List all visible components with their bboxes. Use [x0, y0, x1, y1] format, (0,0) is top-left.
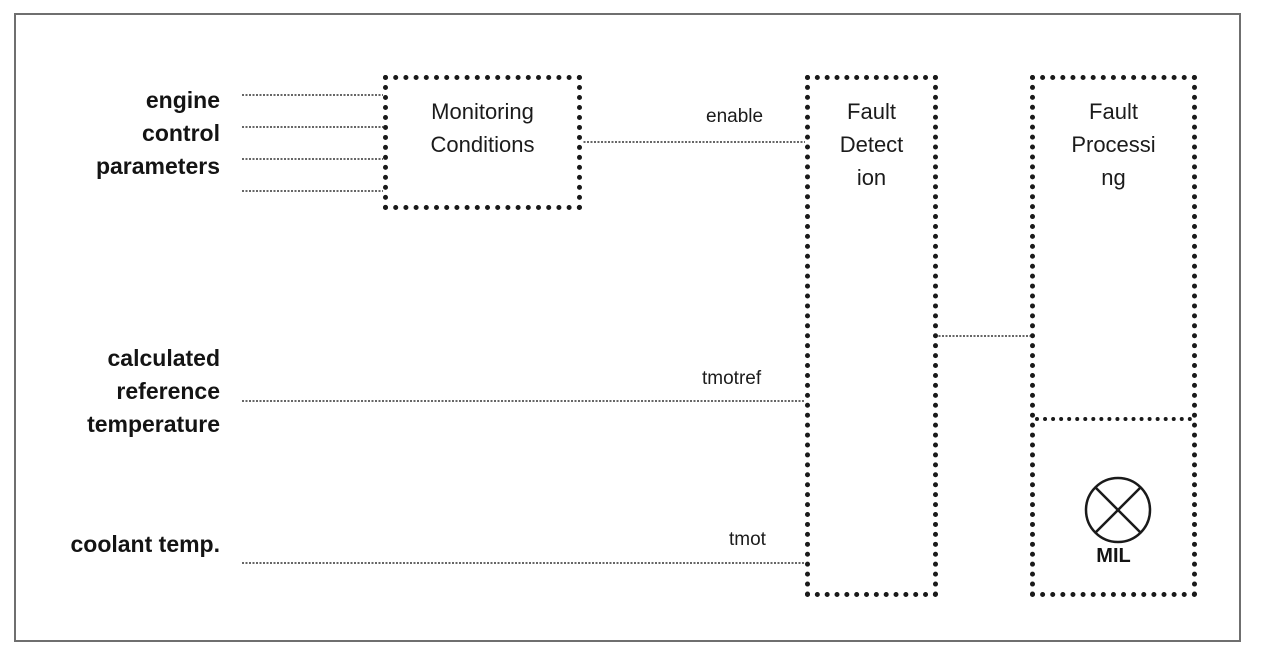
title-line: Processi: [1071, 132, 1156, 157]
label-line: calculated: [107, 345, 221, 371]
label-line: parameters: [95, 153, 220, 179]
diagram-frame: [14, 13, 1241, 642]
tmotref-signal-label: tmotref: [702, 368, 762, 389]
mil-section-divider: [1035, 417, 1192, 421]
label-line: reference: [116, 378, 220, 404]
title-line: Conditions: [430, 132, 535, 157]
label-line: coolant temp.: [70, 531, 220, 557]
enable-signal-label: enable: [706, 106, 764, 127]
title-line: Fault: [1089, 99, 1138, 124]
fault-processing-title: Fault Processi ng: [1035, 95, 1192, 194]
tmot-signal-label: tmot: [729, 529, 766, 550]
coolant-temp-label: coolant temp.: [70, 528, 220, 561]
title-line: Detect: [839, 132, 904, 157]
fault-detection-title: Fault Detect ion: [810, 95, 933, 194]
label-line: engine: [145, 87, 220, 113]
indicator-lamp-icon: [1084, 476, 1152, 544]
title-line: Monitoring: [431, 99, 534, 124]
title-line: ion: [856, 165, 887, 190]
title-line: ng: [1101, 165, 1126, 190]
engine-control-parameters-label: engine control parameters: [96, 84, 220, 183]
label-line: temperature: [87, 411, 220, 437]
monitoring-conditions-block: Monitoring Conditions: [383, 75, 582, 210]
mil-label: MIL: [1096, 545, 1131, 567]
monitoring-conditions-title: Monitoring Conditions: [388, 95, 577, 161]
fault-detection-block: Fault Detect ion: [805, 75, 938, 597]
reference-temperature-label: calculated reference temperature: [87, 342, 220, 441]
title-line: Fault: [847, 99, 896, 124]
label-line: control: [142, 120, 220, 146]
fault-processing-block: Fault Processi ng MIL: [1030, 75, 1197, 597]
